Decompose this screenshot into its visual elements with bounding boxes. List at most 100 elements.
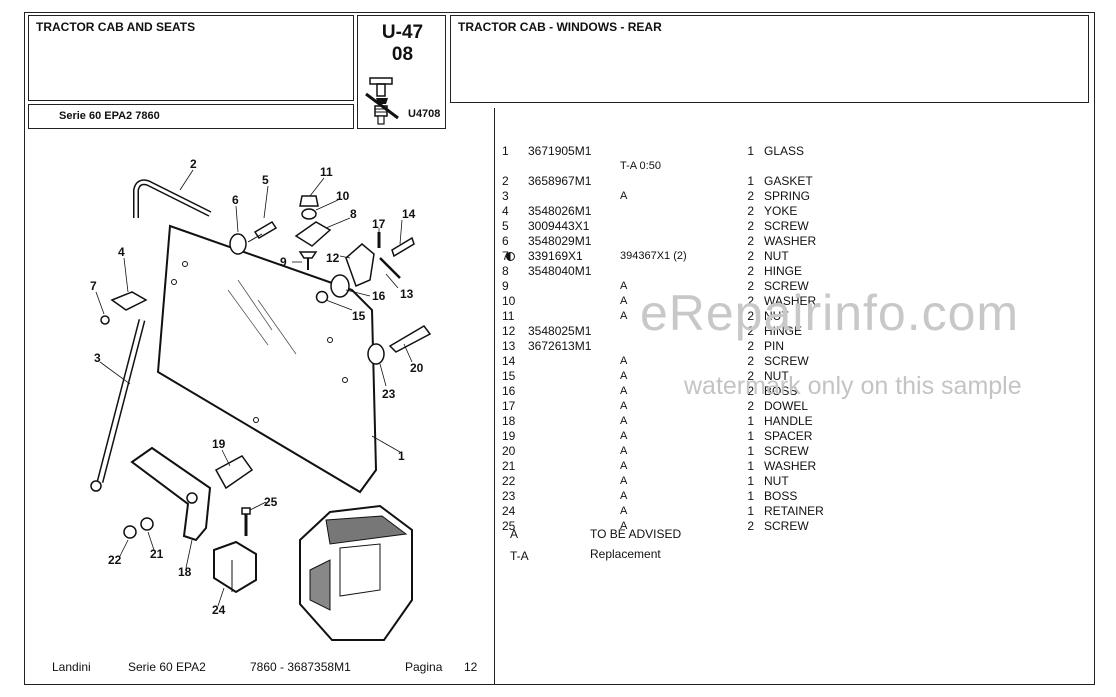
code-main: U-47 [381,22,424,43]
series-label: Serie 60 EPA2 7860 [59,110,160,122]
quantity: 2 [747,369,754,383]
quantity: 1 [747,414,754,428]
group-title: TRACTOR CAB - WINDOWS - REAR [458,20,662,34]
item-number: 3 [502,189,509,203]
quantity: 1 [747,144,754,158]
callout-10: 10 [336,189,350,203]
callout-25: 25 [264,495,278,509]
part-number: 3658967M1 [528,174,592,188]
item-number: 9 [502,279,509,293]
item-number: 20 [502,444,516,458]
callout-23: 23 [382,387,396,401]
part-note: A [620,355,628,367]
part-note: A [620,460,628,472]
part-note: A [620,385,628,397]
item-number: 5 [502,219,509,233]
callout-4: 4 [118,245,125,259]
part-number: 3672613M1 [528,339,592,353]
quantity: 2 [747,294,754,308]
quantity: 2 [747,219,754,233]
legend-code: A [510,527,519,541]
item-number: 7 [502,249,522,264]
series-box: Serie 60 EPA2 7860 [28,104,354,129]
part-note: A [620,190,628,202]
description: SCREW [764,519,809,533]
column-divider [494,108,495,685]
item-number: 1 [502,144,509,158]
part-note: A [620,505,628,517]
item-number: 14 [502,354,516,368]
footer-model-code: 7860 - 3687358M1 [250,660,351,674]
description: NUT [764,249,789,263]
item-number: 4 [502,204,509,218]
description: HINGE [764,264,803,278]
part-number: 3009443X1 [528,219,590,233]
description: NUT [764,369,789,383]
code-sub: 08 [391,44,414,65]
parts-row: 15 A 2 NUT [502,369,922,384]
description: SCREW [764,354,809,368]
quantity: 2 [747,279,754,293]
legend-code: T-A [510,549,529,563]
description: NUT [764,474,789,488]
item-number: 15 [502,369,516,383]
quantity: 2 [747,189,754,203]
callout-16: 16 [372,289,386,303]
footer-page-label: Pagina [405,660,443,674]
description: HANDLE [764,414,813,428]
quantity: 2 [747,384,754,398]
callout-2: 2 [190,157,197,171]
quantity: 1 [747,474,754,488]
legend-item: A TO BE ADVISED [510,527,810,547]
callout-14: 14 [402,207,416,221]
callout-7: 7 [90,279,97,293]
callout-1: 1 [398,449,405,463]
page-frame [24,12,1095,685]
part-number: 3671905M1 [528,144,592,158]
parts-row: T-A 0:50 [502,159,922,174]
item-number: 22 [502,474,516,488]
part-note: A [620,520,628,532]
footer-series: Serie 60 EPA2 [128,660,206,674]
part-note: A [620,295,628,307]
description: DOWEL [764,399,809,413]
quantity: 2 [747,354,754,368]
quantity: 1 [747,444,754,458]
callout-3: 3 [94,351,101,365]
section-title: TRACTOR CAB AND SEATS [36,20,196,34]
item-number: 6 [502,234,509,248]
part-number: 339169X1 [528,249,583,263]
part-note: A [620,370,628,382]
description: SCREW [764,444,809,458]
parts-row: 22 A 1 NUT [502,474,922,489]
part-note: A [620,400,628,412]
legend-text: Replacement [590,547,661,561]
callout-6: 6 [232,193,239,207]
callout-5: 5 [262,173,269,187]
quantity: 2 [747,234,754,248]
item-number: 10 [502,294,516,308]
part-note: A [620,310,628,322]
item-number: 25 [502,519,516,533]
description: PIN [764,339,785,353]
part-number: 3548026M1 [528,204,592,218]
watermark-note: watermark only on this sample [684,372,1022,400]
description: WASHER [764,459,817,473]
part-note: A [620,475,628,487]
interchange-symbol-icon [506,252,515,261]
part-note: A [620,280,628,292]
callout-9: 9 [280,255,287,269]
